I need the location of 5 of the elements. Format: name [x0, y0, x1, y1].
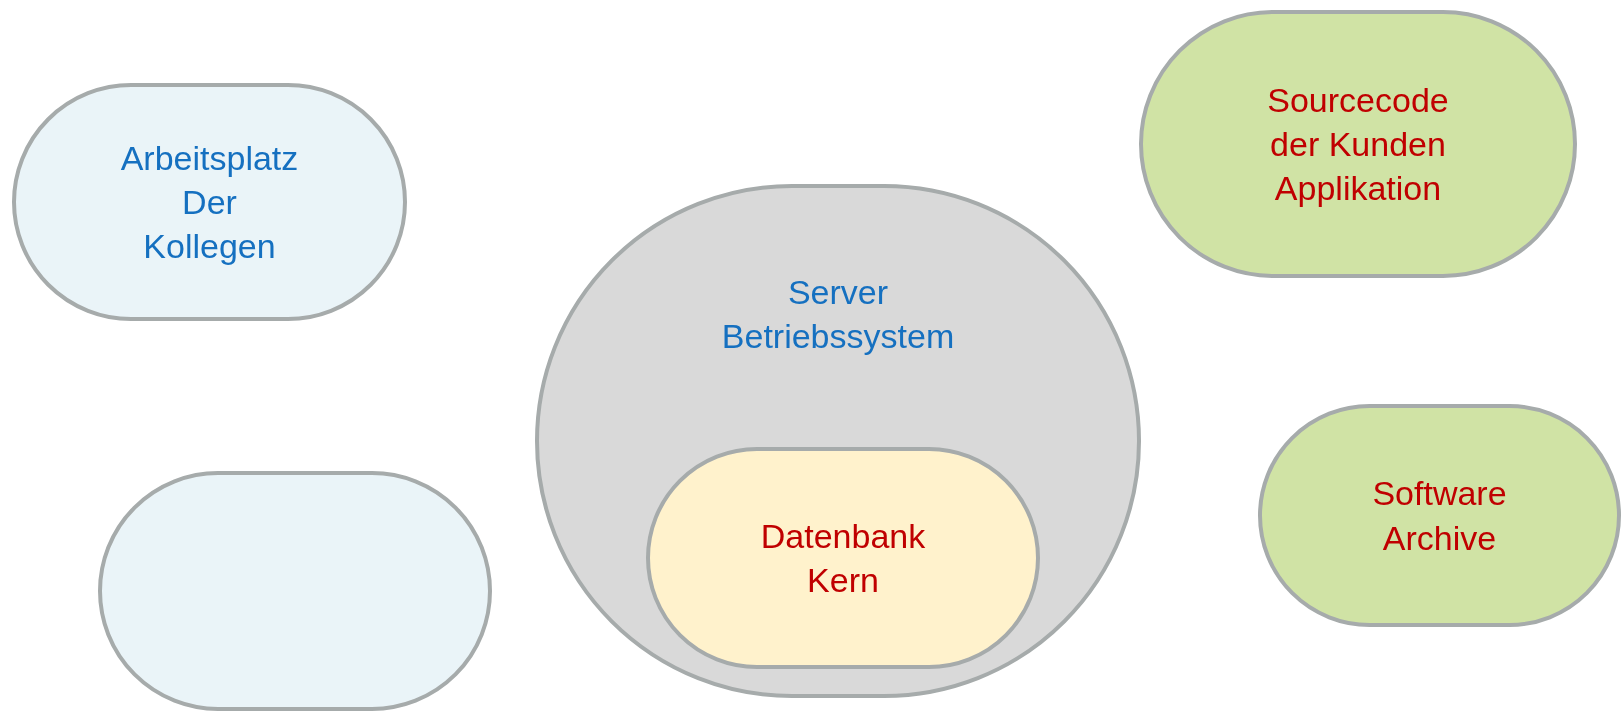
node-label: Datenbank Kern [760, 515, 926, 601]
node-label: Server Betriebssystem [721, 272, 955, 358]
node-label: Sourcecode der Kunden Applikation [1267, 79, 1449, 210]
node-label: Software Archive [1372, 473, 1507, 559]
node-label: Arbeitsplatz Der Kollegen [120, 137, 299, 268]
